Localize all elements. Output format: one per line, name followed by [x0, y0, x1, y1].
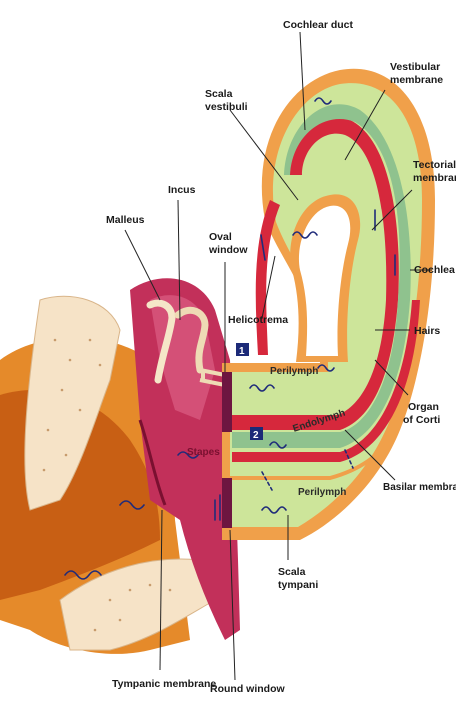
oval-window-opening: [222, 372, 232, 432]
label-tectorial-membrane-2: membrane: [413, 172, 456, 184]
label-organ-of-corti-1: Organ: [408, 401, 439, 413]
perilymph-top-label: Perilymph: [270, 366, 318, 377]
label-oval-window-2: window: [208, 244, 248, 256]
label-tympanic-membrane: Tympanic membrane: [112, 678, 216, 690]
label-round-window: Round window: [210, 683, 285, 695]
label-scala-vestibuli-2: vestibuli: [205, 101, 248, 113]
stapes-label: Stapes: [187, 447, 220, 458]
label-cochlear-duct: Cochlear duct: [283, 19, 354, 31]
label-basilar-membrane: Basilar membrane: [383, 482, 456, 493]
cochlea: [222, 69, 435, 540]
label-vestibular-membrane-2: membrane: [390, 74, 443, 86]
perilymph-bottom-label: Perilymph: [298, 487, 346, 498]
label-hairs: Hairs: [414, 325, 440, 337]
label-scala-tympani-2: tympani: [278, 579, 318, 591]
label-helicotrema: Helicotrema: [228, 314, 288, 326]
marker-1: 1: [236, 343, 249, 357]
label-scala-tympani-1: Scala: [278, 566, 306, 578]
label-cochlea: Cochlea: [414, 264, 455, 276]
marker-2: 2: [250, 427, 263, 441]
label-oval-window-1: Oval: [209, 231, 232, 243]
label-incus: Incus: [168, 184, 196, 196]
label-organ-of-corti-2: of Corti: [403, 414, 440, 426]
round-window-opening: [222, 478, 232, 528]
label-scala-vestibuli-1: Scala: [205, 88, 233, 100]
label-vestibular-membrane-1: Vestibular: [390, 61, 440, 73]
label-tectorial-membrane-1: Tectorial: [413, 159, 456, 171]
label-malleus: Malleus: [106, 214, 145, 226]
marker-1-text: 1: [239, 346, 245, 357]
marker-2-text: 2: [253, 430, 259, 441]
